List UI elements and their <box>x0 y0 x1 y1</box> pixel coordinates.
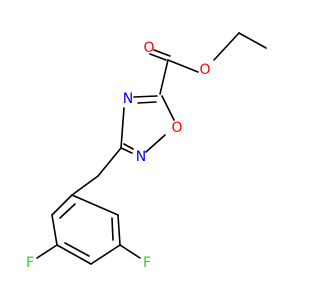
bond-benz-1-2 <box>51 194 73 216</box>
atom-label-f-left: F <box>26 255 34 271</box>
atom-labels: O O N O N F F <box>26 40 211 271</box>
atom-label-o-carbonyl: O <box>143 40 154 56</box>
bond-ccarbonyl-c5 <box>159 59 169 95</box>
atom-label-o-ester: O <box>199 62 210 78</box>
bond-ch3-ch2 <box>238 32 267 49</box>
atom-label-n-upper: N <box>123 91 133 107</box>
bond-n2-c3-double-b <box>123 143 134 150</box>
atom-label-n-lower: N <box>136 149 146 165</box>
bond-c5-n4-double-a <box>133 95 158 98</box>
bond-c-f-right <box>119 244 141 259</box>
bond-c5-n4-double-b <box>137 101 157 104</box>
bond-benz-inner-c <box>111 217 114 241</box>
bond-benz-3-4 <box>56 244 92 265</box>
bond-benz-6-1 <box>71 194 119 216</box>
bond-c-f-left <box>36 244 58 259</box>
bond-oester-ccarbonyl <box>167 59 199 73</box>
atom-label-o-ring: O <box>171 120 182 136</box>
bond-benz-4-5 <box>90 244 121 265</box>
bond-c5-o1 <box>161 95 175 121</box>
bond-c3-n4 <box>120 107 125 149</box>
bonds <box>36 32 267 265</box>
bond-benz-inner-b <box>64 242 90 257</box>
bond-benz-5-6 <box>117 214 121 246</box>
bond-carbonyl-double-b <box>153 49 171 57</box>
bond-o1-n2 <box>145 134 166 153</box>
bond-benz-inner-a <box>59 203 76 219</box>
bond-n2-c3-double-a <box>120 147 133 154</box>
bond-carbonyl-double-a <box>149 53 167 61</box>
molecule-structure-diagram: O O N O N F F <box>26 32 267 271</box>
bond-ch2-ring <box>71 175 99 196</box>
bond-ch2-oester <box>213 32 240 61</box>
bond-benz-2-3 <box>51 214 58 246</box>
bond-c3-ch2 <box>97 147 122 177</box>
atom-label-f-right: F <box>143 255 151 271</box>
